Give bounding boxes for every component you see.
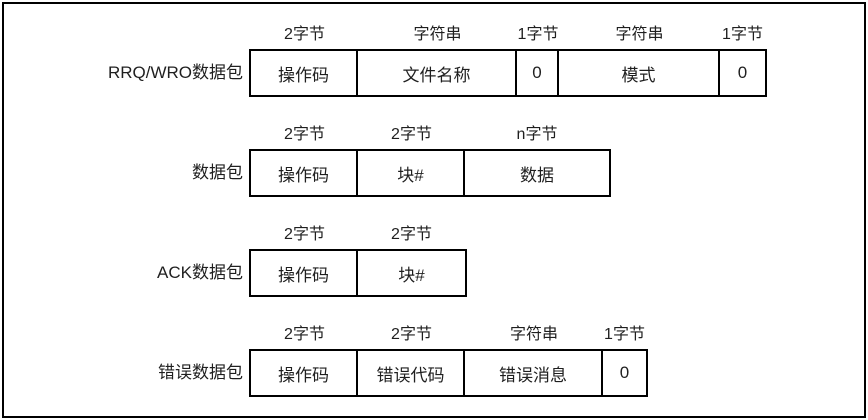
- size-header-line: 2字节 2字节: [251, 225, 868, 249]
- field-cell: 错误代码: [358, 351, 465, 395]
- packet-label: 错误数据包: [158, 363, 243, 382]
- field-cell: 数据: [520, 165, 554, 185]
- size-header-line: 2字节 2字节 字符串 1字节: [251, 325, 868, 349]
- field-cell: 0: [737, 63, 748, 82]
- field-cell: 文件名称: [358, 51, 517, 95]
- field-cell: 错误消息: [465, 351, 603, 395]
- field-size-label: 2字节: [391, 226, 432, 243]
- size-header-line: 2字节 2字节 n字节: [251, 125, 868, 149]
- field-size-label: 字符串: [509, 326, 558, 343]
- field-size-label: 2字节: [284, 26, 325, 43]
- field-size-label: 字符串: [413, 26, 462, 43]
- field-size-label: 2字节: [391, 126, 432, 143]
- field-size-label: 2字节: [284, 326, 325, 343]
- field-size-label: 2字节: [391, 326, 432, 343]
- packet-fields: 操作码 文件名称 0 模式 0: [249, 49, 767, 97]
- packet-row-error: 2字节 2字节 字符串 1字节 错误数据包 操作码 错误代码 错误消息 0: [0, 325, 868, 397]
- packet-label: 数据包: [192, 163, 243, 182]
- packet-row-data: 2字节 2字节 n字节 数据包 操作码 块# 数据: [0, 125, 868, 197]
- packet-box-line: ACK数据包 操作码 块#: [0, 249, 868, 297]
- field-cell: 0: [619, 363, 630, 382]
- field-cell: 模式: [559, 51, 720, 95]
- field-cell: 操作码: [251, 251, 358, 295]
- packet-row-ack: 2字节 2字节 ACK数据包 操作码 块#: [0, 225, 868, 297]
- field-cell: 操作码: [251, 151, 358, 195]
- field-size-label: 字符串: [615, 26, 664, 43]
- field-cell: 块#: [358, 151, 465, 195]
- packet-box-line: RRQ/WRO数据包 操作码 文件名称 0 模式 0: [0, 49, 868, 97]
- size-header-line: 2字节 字符串 1字节 字符串 1字节: [251, 25, 868, 49]
- packet-label: ACK数据包: [157, 263, 243, 282]
- packet-label: RRQ/WRO数据包: [107, 63, 243, 82]
- packet-box-line: 错误数据包 操作码 错误代码 错误消息 0: [0, 349, 868, 397]
- field-size-label: 2字节: [284, 226, 325, 243]
- packet-row-rrq-wrq: 2字节 字符串 1字节 字符串 1字节 RRQ/WRO数据包 操作码 文件名称 …: [0, 25, 868, 97]
- field-size-label: n字节: [516, 126, 558, 143]
- packet-fields: 操作码 错误代码 错误消息 0: [249, 349, 648, 397]
- field-cell: 操作码: [251, 51, 358, 95]
- field-size-label: 1字节: [604, 326, 645, 343]
- packet-box-line: 数据包 操作码 块# 数据: [0, 149, 868, 197]
- field-size-label: 1字节: [722, 26, 763, 43]
- field-cell: 块#: [398, 265, 425, 285]
- field-size-label: 2字节: [284, 126, 325, 143]
- packet-fields: 操作码 块#: [249, 249, 467, 297]
- field-cell: 0: [517, 51, 559, 95]
- packet-fields: 操作码 块# 数据: [249, 149, 611, 197]
- field-size-label: 1字节: [517, 26, 559, 43]
- field-cell: 操作码: [251, 351, 358, 395]
